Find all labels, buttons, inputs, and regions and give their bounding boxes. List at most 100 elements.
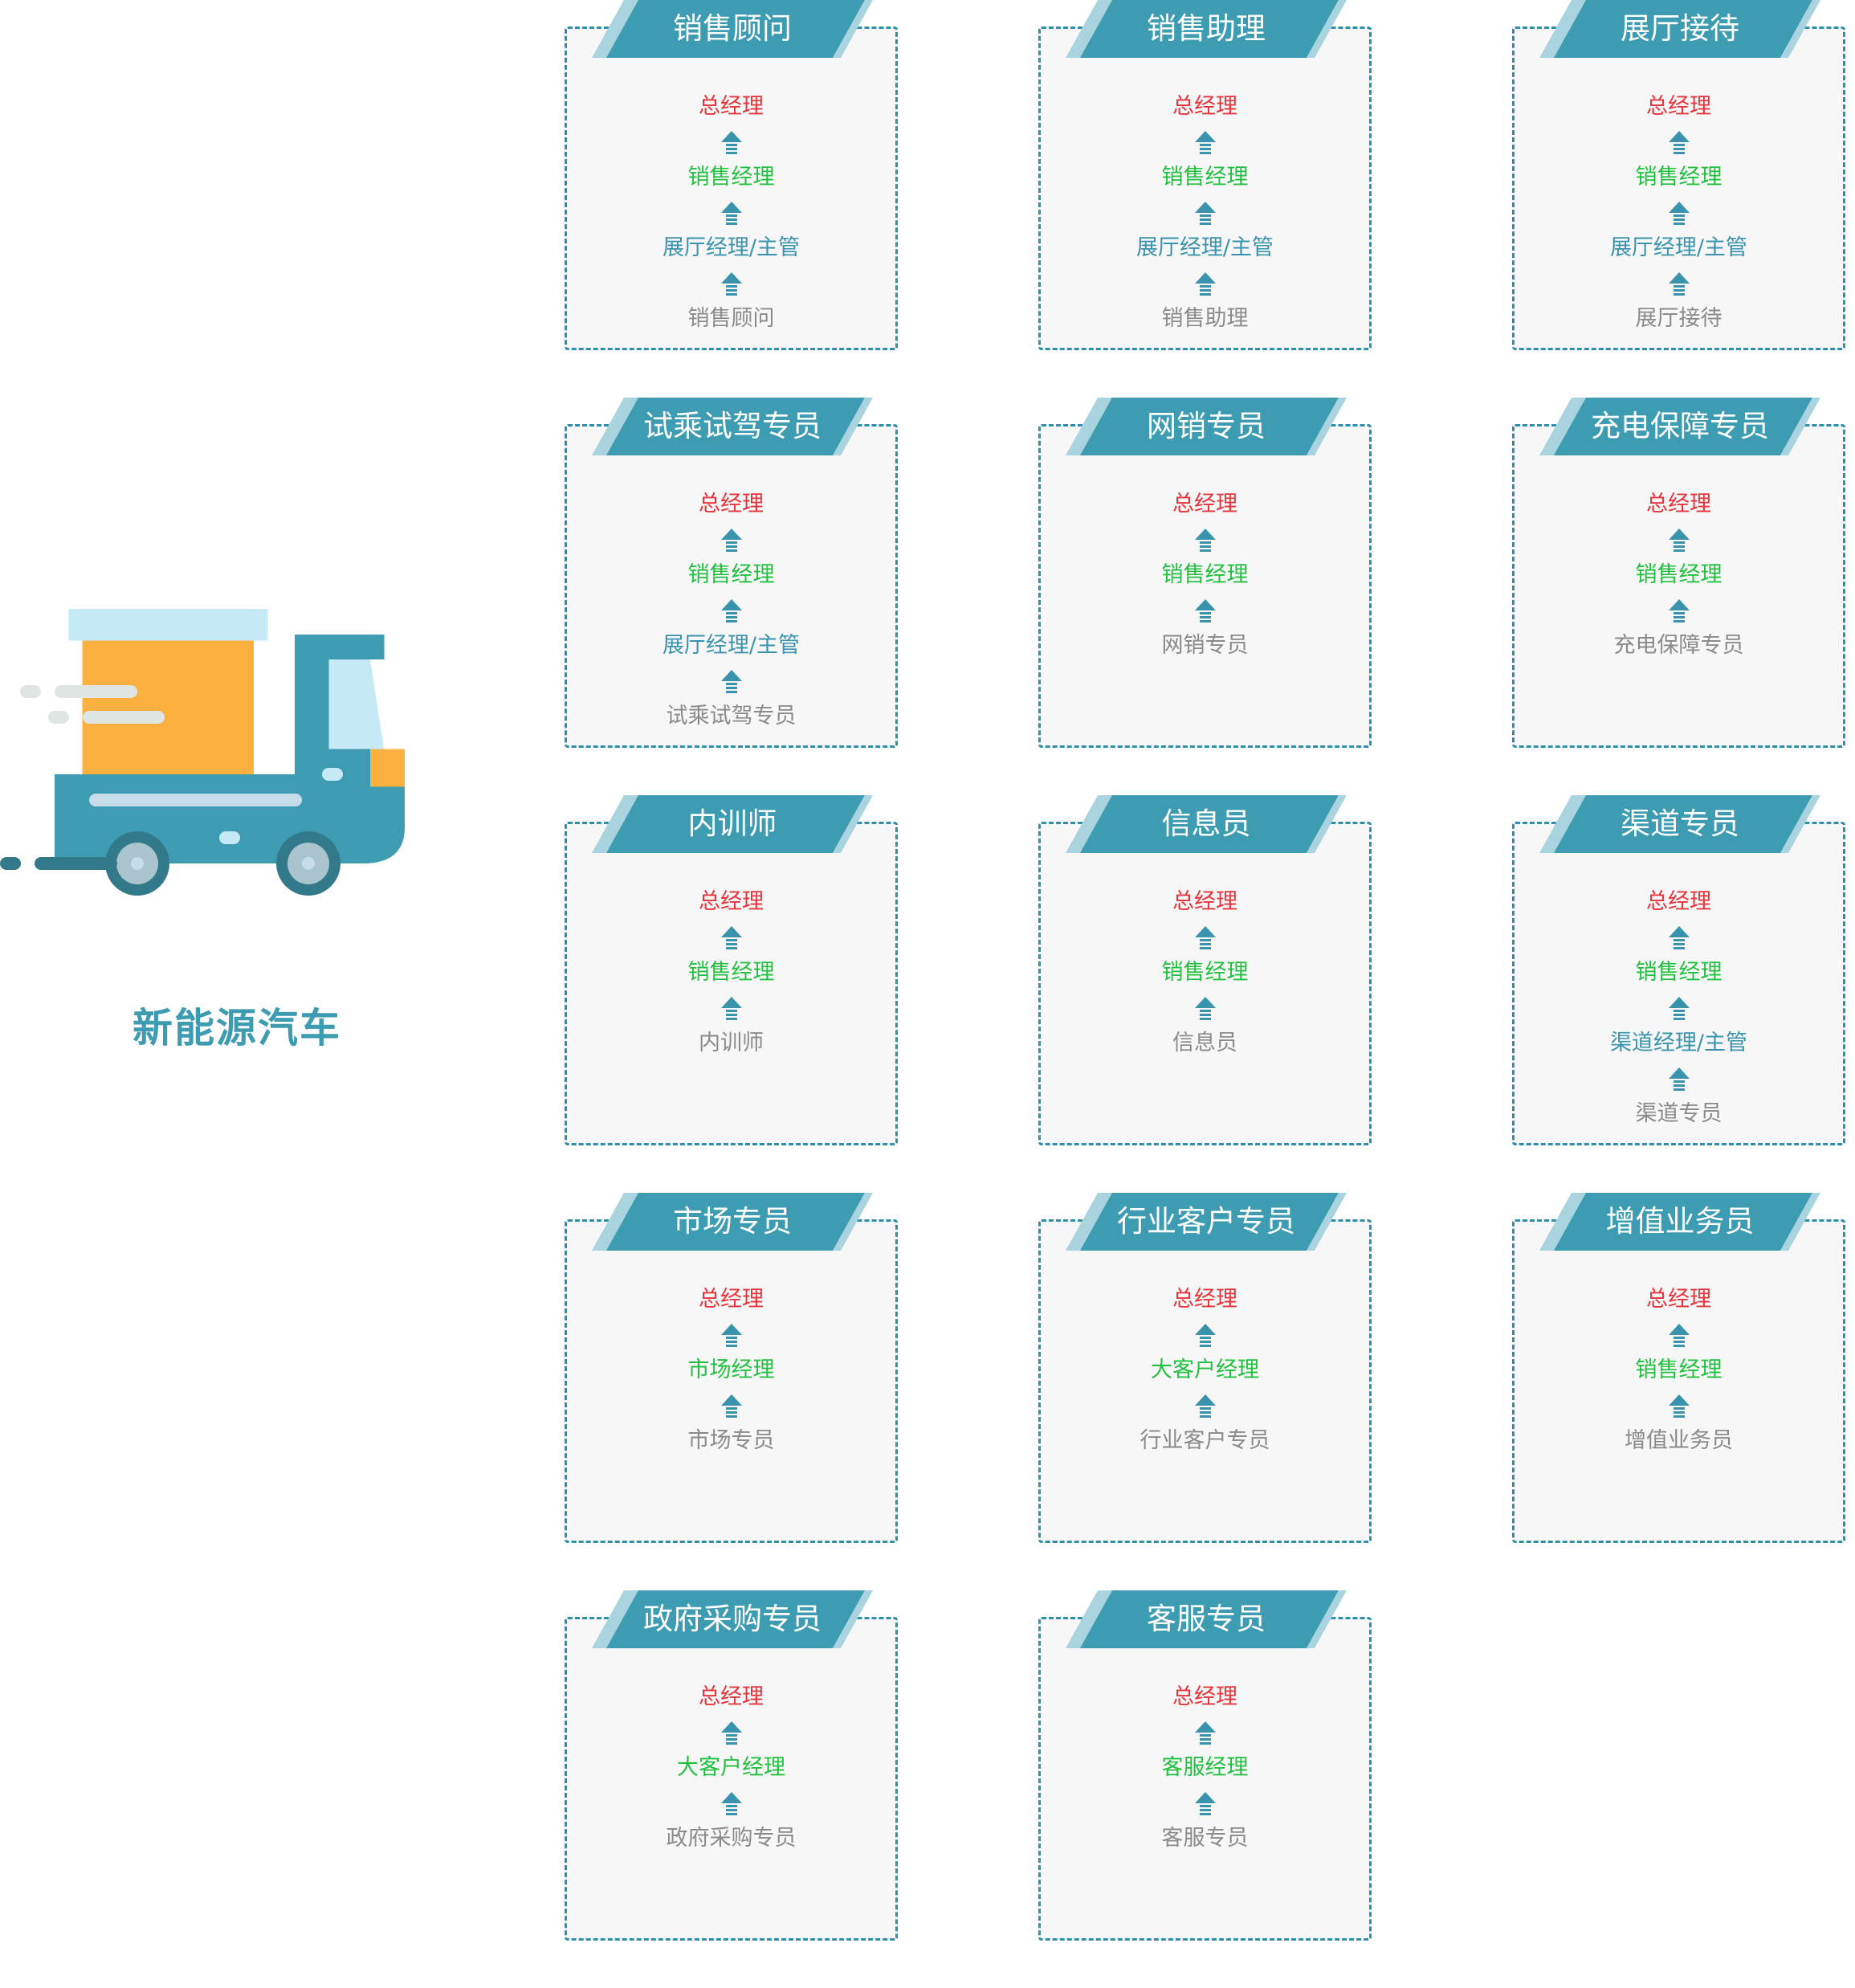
card-dashed-box (1038, 27, 1372, 350)
banner-shape (592, 1590, 873, 1648)
truck-illustration (0, 609, 405, 896)
hierarchy-chain: 总经理销售经理展厅经理/主管销售助理 (1038, 89, 1372, 337)
up-arrow-icon (720, 990, 742, 1026)
up-arrow-icon (1668, 1388, 1690, 1423)
up-arrow-icon (1194, 522, 1216, 557)
position-card: 行业客户专员总经理大客户经理行业客户专员 (1034, 1193, 1372, 1546)
manager-level: 总经理 (699, 492, 764, 516)
manager-level: 展厅经理/主管 (1609, 235, 1748, 260)
position-level: 渠道专员 (1635, 1101, 1722, 1126)
up-arrow-icon (720, 195, 742, 231)
card-title-banner: 网销专员 (1066, 398, 1347, 455)
position-level: 信息员 (1172, 1031, 1237, 1055)
position-level: 网销专员 (1161, 633, 1249, 658)
banner-shape (1539, 398, 1820, 455)
position-card: 销售顾问总经理销售经理展厅经理/主管销售顾问 (560, 0, 899, 353)
up-arrow-icon (720, 522, 742, 557)
hierarchy-chain: 总经理销售经理网销专员 (1038, 487, 1372, 663)
card-title-banner: 销售助理 (1066, 0, 1347, 58)
up-arrow-icon (1194, 1388, 1216, 1423)
banner-shape (1066, 1193, 1347, 1251)
banner-shape (592, 795, 873, 853)
manager-level: 销售经理 (1635, 1357, 1722, 1382)
up-arrow-icon (720, 1388, 742, 1423)
up-arrow-icon (1194, 1715, 1216, 1750)
card-title: 充电保障专员 (1591, 409, 1769, 443)
banner-shape (1539, 795, 1820, 853)
manager-level: 总经理 (1646, 1287, 1711, 1312)
position-level: 销售顾问 (687, 306, 775, 331)
card-dashed-box (1038, 1617, 1372, 1941)
card-title: 政府采购专员 (643, 1602, 822, 1636)
banner-shape (1066, 795, 1347, 853)
up-arrow-icon (1668, 125, 1690, 160)
manager-level: 总经理 (1172, 1684, 1237, 1709)
hierarchy-chain: 总经理大客户经理政府采购专员 (565, 1680, 898, 1856)
hierarchy-chain: 总经理销售经理展厅经理/主管销售顾问 (565, 89, 898, 337)
position-card: 政府采购专员总经理大客户经理政府采购专员 (560, 1590, 899, 1944)
front-wheel (276, 831, 340, 896)
manager-level: 销售经理 (1635, 960, 1722, 985)
card-title: 内训师 (687, 806, 777, 841)
position-level: 行业客户专员 (1140, 1428, 1270, 1453)
banner-shape (1539, 0, 1820, 58)
banner-shape (592, 1193, 873, 1251)
card-title: 客服专员 (1147, 1602, 1266, 1636)
card-title-banner: 销售顾问 (592, 0, 873, 58)
manager-level: 展厅经理/主管 (1135, 235, 1274, 260)
hierarchy-chain: 总经理销售经理展厅经理/主管展厅接待 (1512, 89, 1845, 337)
up-arrow-icon (1668, 990, 1690, 1026)
card-title-banner: 市场专员 (592, 1193, 873, 1251)
manager-level: 销售经理 (1161, 165, 1249, 190)
manager-level: 总经理 (699, 94, 764, 119)
manager-level: 总经理 (1172, 1287, 1237, 1312)
up-arrow-icon (1194, 125, 1216, 160)
banner-shape (592, 398, 873, 455)
manager-level: 渠道经理/主管 (1609, 1031, 1748, 1055)
position-card: 增值业务员总经理销售经理增值业务员 (1507, 1193, 1846, 1546)
manager-level: 总经理 (1646, 94, 1711, 119)
manager-level: 销售经理 (1635, 562, 1722, 587)
up-arrow-icon (720, 593, 742, 628)
manager-level: 总经理 (699, 1684, 764, 1709)
card-dashed-box (565, 424, 898, 748)
up-arrow-icon (720, 266, 742, 301)
banner-shape (1066, 1590, 1347, 1648)
up-arrow-icon (1194, 1786, 1216, 1821)
card-title: 增值业务员 (1605, 1204, 1755, 1239)
card-dashed-box (1512, 1219, 1845, 1543)
card-title: 网销专员 (1147, 409, 1266, 443)
manager-level: 总经理 (1646, 889, 1711, 914)
banner-shape (1539, 1193, 1820, 1251)
hierarchy-chain: 总经理销售经理增值业务员 (1512, 1282, 1845, 1459)
card-title: 试乘试驾专员 (643, 409, 822, 443)
card-title-banner: 展厅接待 (1539, 0, 1820, 58)
manager-level: 市场经理 (687, 1357, 775, 1382)
hierarchy-chain: 总经理客服经理客服专员 (1038, 1680, 1372, 1856)
position-level: 内训师 (699, 1031, 764, 1055)
up-arrow-icon (1194, 1317, 1216, 1353)
up-arrow-icon (1668, 920, 1690, 955)
position-level: 客服专员 (1161, 1826, 1249, 1851)
up-arrow-icon (720, 1786, 742, 1821)
banner-shape (592, 0, 873, 58)
manager-level: 销售经理 (1161, 960, 1249, 985)
up-arrow-icon (1194, 920, 1216, 955)
position-level: 销售助理 (1161, 306, 1249, 331)
card-dashed-box (1512, 424, 1845, 748)
position-level: 政府采购专员 (666, 1826, 797, 1851)
up-arrow-icon (1194, 195, 1216, 231)
position-card: 试乘试驾专员总经理销售经理展厅经理/主管试乘试驾专员 (560, 398, 899, 751)
up-arrow-icon (1668, 522, 1690, 557)
card-title-banner: 内训师 (592, 795, 873, 853)
up-arrow-icon (720, 1715, 742, 1750)
card-dashed-box (1038, 1219, 1372, 1543)
position-level: 展厅接待 (1635, 306, 1722, 331)
card-title-banner: 增值业务员 (1539, 1193, 1820, 1251)
hierarchy-chain: 总经理大客户经理行业客户专员 (1038, 1282, 1372, 1459)
position-card: 展厅接待总经理销售经理展厅经理/主管展厅接待 (1507, 0, 1846, 353)
card-dashed-box (1512, 822, 1845, 1145)
up-arrow-icon (720, 920, 742, 955)
position-card: 信息员总经理销售经理信息员 (1034, 795, 1372, 1149)
card-title-banner: 渠道专员 (1539, 795, 1820, 853)
